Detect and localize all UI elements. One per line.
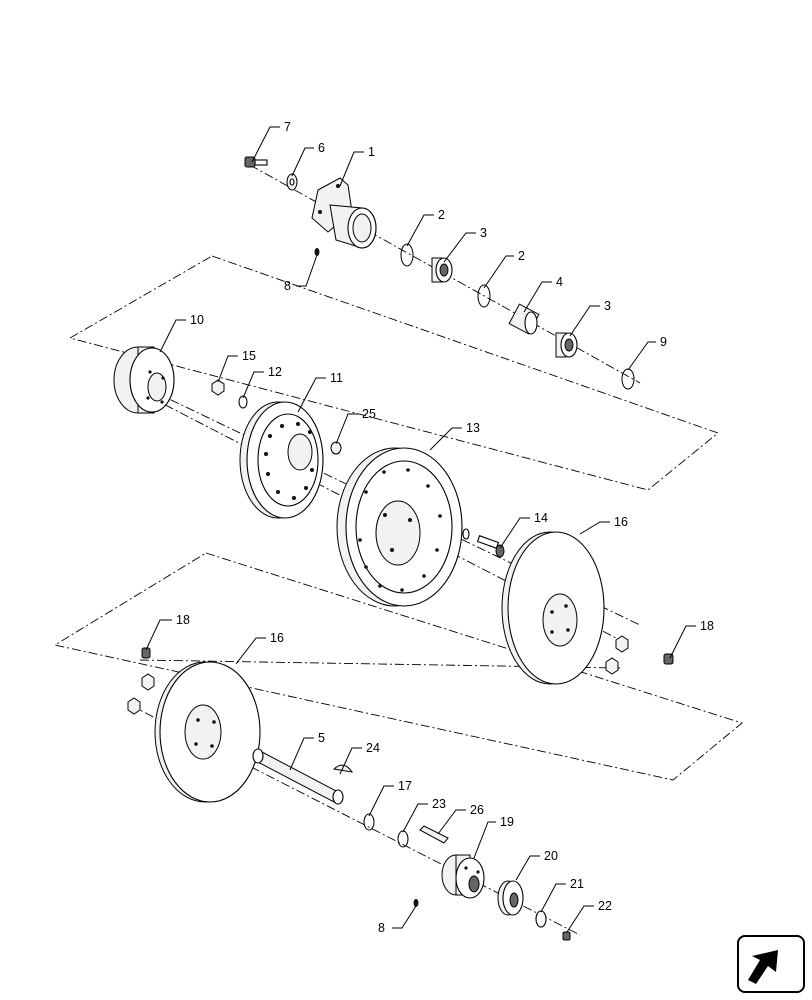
part-6-washer: [286, 173, 298, 191]
upper-boundary-outline: [68, 255, 719, 491]
part-16-disc-upper: [501, 531, 605, 685]
part-22-bolt: [562, 931, 571, 941]
callout-21: 21: [570, 877, 584, 891]
part-21-washer: [535, 910, 547, 928]
callout-5: 5: [318, 731, 325, 745]
callout-23: 23: [432, 797, 446, 811]
part-1-bearing-housing: [311, 177, 377, 249]
part-3-bearing-a: [431, 257, 453, 283]
part-26-pin: [419, 825, 449, 844]
part-20-cap: [497, 880, 524, 916]
callout-12: 12: [268, 365, 282, 379]
next-page-arrow-icon[interactable]: [737, 935, 805, 993]
callout-10: 10: [190, 313, 204, 327]
part-4-sleeve: [508, 303, 540, 335]
part-13-large-sheave: [336, 447, 463, 607]
part-19-hub: [441, 854, 485, 899]
part-10-hub: [113, 346, 175, 414]
callout-8a: 8: [284, 279, 291, 293]
callout-13: 13: [466, 421, 480, 435]
callout-17: 17: [398, 779, 412, 793]
part-12-washer: [238, 395, 248, 409]
callout-22: 22: [598, 899, 612, 913]
callout-3a: 3: [480, 226, 487, 240]
part-5-shaft: [252, 748, 344, 805]
callout-14: 14: [534, 511, 548, 525]
callout-2b: 2: [518, 249, 525, 263]
callout-25: 25: [362, 407, 376, 421]
callout-19: 19: [500, 815, 514, 829]
callout-2a: 2: [438, 208, 445, 222]
part-9-retaining-ring: [621, 368, 635, 390]
callout-4: 4: [556, 275, 563, 289]
callout-9: 9: [660, 335, 667, 349]
callout-18a: 18: [700, 619, 714, 633]
leader-lines: [145, 126, 696, 933]
callout-16a: 16: [614, 515, 628, 529]
part-7-bolt: [244, 156, 268, 168]
part-14-bolt: [462, 528, 505, 558]
part-8-grease-fitting-lower: [413, 899, 419, 907]
callout-labels: 7 6 1 2 3 2 4 3 9 8 10 15 12 11 25 13 14…: [176, 120, 714, 935]
callout-1: 1: [368, 145, 375, 159]
callout-11: 11: [330, 371, 343, 385]
part-16-disc-lower: [154, 661, 261, 803]
part-18-bolts-upper: [605, 635, 674, 675]
callout-24: 24: [366, 741, 380, 755]
part-2-snap-ring-b: [477, 284, 491, 308]
callout-15: 15: [242, 349, 256, 363]
part-3-bearing-b: [555, 332, 578, 358]
part-18-bolts-lower: [127, 647, 155, 715]
callout-16b: 16: [270, 631, 284, 645]
callout-7: 7: [284, 120, 291, 134]
callout-3b: 3: [604, 299, 611, 313]
part-17-retaining-ring: [363, 813, 375, 831]
callout-8b: 8: [378, 921, 385, 935]
part-11-sheave: [239, 401, 324, 519]
callout-26: 26: [470, 803, 484, 817]
callout-6: 6: [318, 141, 325, 155]
callout-18b: 18: [176, 613, 190, 627]
part-25-nut: [330, 441, 342, 455]
callout-20: 20: [544, 849, 558, 863]
part-2-snap-ring-a: [400, 243, 414, 267]
part-15-nut: [211, 379, 225, 396]
part-8-grease-fitting-upper: [314, 248, 320, 256]
